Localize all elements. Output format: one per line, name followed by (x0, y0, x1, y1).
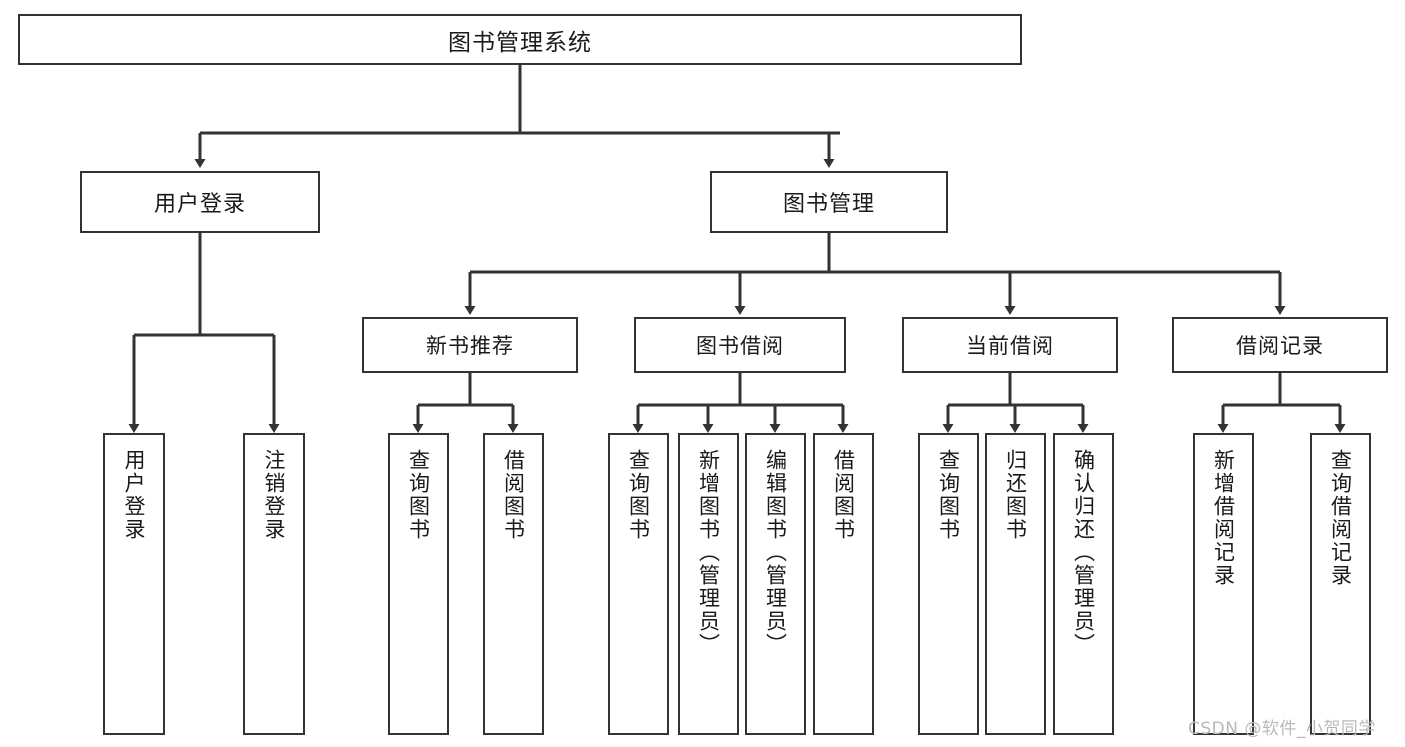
leaf-book-borrow-edit[interactable]: 编辑图书（管理员） (745, 433, 806, 735)
node-root-label: 图书管理系统 (448, 29, 592, 56)
leaf-user-login-login[interactable]: 用户登录 (103, 433, 165, 735)
node-book-management-label: 图书管理 (782, 192, 875, 217)
leaf-label: 查询借阅记录 (1328, 449, 1353, 587)
leaf-label: 新增借阅记录 (1211, 449, 1236, 587)
leaf-label: 查询图书 (936, 449, 961, 541)
leaf-book-borrow-add[interactable]: 新增图书（管理员） (678, 433, 739, 735)
leaf-label: 新增图书（管理员） (696, 449, 721, 656)
node-current-borrow-label: 当前借阅 (966, 334, 1054, 358)
node-book-borrow-label: 图书借阅 (696, 334, 784, 358)
csdn-watermark: CSDN @软件_小贺同学 (1188, 719, 1376, 739)
leaf-book-borrow-query[interactable]: 查询图书 (608, 433, 669, 735)
leaf-label: 借阅图书 (831, 449, 856, 541)
leaf-label: 注销登录 (262, 449, 287, 541)
leaf-label: 确认归还（管理员） (1071, 449, 1096, 656)
leaf-current-borrow-confirm-return[interactable]: 确认归还（管理员） (1053, 433, 1114, 735)
leaf-current-borrow-query[interactable]: 查询图书 (918, 433, 979, 735)
node-root[interactable]: 图书管理系统 (18, 14, 1022, 65)
leaf-label: 归还图书 (1003, 449, 1028, 541)
leaf-label: 借阅图书 (501, 449, 526, 541)
node-new-book-recommend[interactable]: 新书推荐 (362, 317, 578, 373)
leaf-label: 编辑图书（管理员） (763, 449, 788, 656)
leaf-current-borrow-return[interactable]: 归还图书 (985, 433, 1046, 735)
node-user-login-label: 用户登录 (153, 192, 246, 217)
leaf-label: 查询图书 (626, 449, 651, 541)
node-new-book-recommend-label: 新书推荐 (426, 334, 514, 358)
leaf-new-book-query[interactable]: 查询图书 (388, 433, 449, 735)
node-borrow-record-label: 借阅记录 (1236, 334, 1324, 358)
node-book-management[interactable]: 图书管理 (710, 171, 948, 233)
node-user-login[interactable]: 用户登录 (80, 171, 320, 233)
node-current-borrow[interactable]: 当前借阅 (902, 317, 1118, 373)
leaf-borrow-record-query[interactable]: 查询借阅记录 (1310, 433, 1371, 735)
node-borrow-record[interactable]: 借阅记录 (1172, 317, 1388, 373)
leaf-label: 用户登录 (122, 449, 147, 541)
node-book-borrow[interactable]: 图书借阅 (634, 317, 846, 373)
leaf-label: 查询图书 (406, 449, 431, 541)
leaf-book-borrow-borrow[interactable]: 借阅图书 (813, 433, 874, 735)
leaf-borrow-record-add[interactable]: 新增借阅记录 (1193, 433, 1254, 735)
leaf-user-login-logout[interactable]: 注销登录 (243, 433, 305, 735)
leaf-new-book-borrow[interactable]: 借阅图书 (483, 433, 544, 735)
